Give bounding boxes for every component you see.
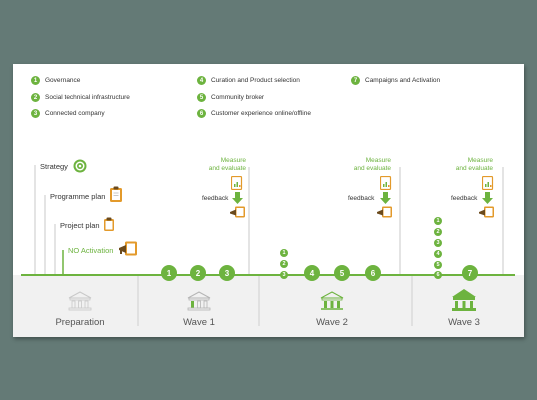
legend-label: Governance	[45, 77, 81, 84]
wave2-stack-item: 3	[280, 271, 288, 279]
legend-label: Campaigns and Activation	[365, 77, 441, 84]
diagram-card: 1 Governance 2 Social technical infrastr…	[13, 64, 524, 337]
wave3-stack-item: 4	[434, 250, 442, 258]
down-arrow-icon	[482, 191, 493, 209]
wave2-stack-item: 1	[280, 249, 288, 257]
legend-item-governance: 1 Governance	[31, 75, 80, 86]
legend-label: Customer experience online/offline	[211, 110, 311, 117]
wave3-stack-item: 1	[434, 217, 442, 225]
legend-number-badge: 6	[197, 109, 206, 118]
activation-label: NO Activation	[68, 246, 114, 255]
timeline-step-1: 1	[161, 265, 177, 281]
strategy-label: Strategy	[40, 162, 68, 171]
phase-label-wave-3: Wave 3	[448, 317, 480, 328]
megaphone-icon	[377, 206, 393, 224]
wave2-building-icon	[320, 291, 344, 310]
phase-band	[13, 275, 524, 337]
wave2-stack-item: 2	[280, 260, 288, 268]
megaphone-icon	[119, 241, 139, 262]
wave3-stack-item: 6	[434, 271, 442, 279]
wave2-feedback-label: feedback	[348, 195, 375, 202]
legend-number-badge: 2	[31, 93, 40, 102]
measure-line-1: Measure	[220, 157, 246, 164]
measure-line-1: Measure	[365, 157, 391, 164]
wave1-building-icon	[187, 291, 211, 311]
clipboard-icon	[103, 217, 115, 237]
measure-line-2: and evaluate	[208, 165, 246, 172]
timeline-lines	[21, 165, 515, 326]
legend-number-badge: 5	[197, 93, 206, 102]
measure-line-1: Measure	[467, 157, 493, 164]
wave3-feedback-label: feedback	[451, 195, 478, 202]
legend-label: Community broker	[211, 94, 265, 101]
chart-document-icon	[481, 175, 494, 195]
legend-item-social-infrastructure: 2 Social technical infrastructure	[31, 92, 130, 103]
wave3-measure-text: Measure and evaluate	[433, 157, 493, 173]
legend-label: Curation and Product selection	[211, 77, 300, 84]
legend-item-customer-experience: 6 Customer experience online/offline	[197, 108, 311, 119]
legend-item-curation: 4 Curation and Product selection	[197, 75, 300, 86]
chart-document-icon	[230, 175, 243, 195]
legend-item-campaigns: 7 Campaigns and Activation	[351, 75, 440, 86]
down-arrow-icon	[380, 191, 391, 209]
preparation-building-icon	[68, 291, 92, 311]
legend-item-connected-company: 3 Connected company	[31, 108, 105, 119]
legend-number-badge: 7	[351, 76, 360, 85]
legend-label: Social technical infrastructure	[45, 94, 130, 101]
phase-label-wave-2: Wave 2	[316, 317, 348, 328]
wave3-stack-item: 5	[434, 261, 442, 269]
chart-document-icon	[379, 175, 392, 195]
target-icon	[73, 159, 87, 178]
legend-item-community-broker: 5 Community broker	[197, 92, 264, 103]
legend-number-badge: 4	[197, 76, 206, 85]
wave2-measure-text: Measure and evaluate	[331, 157, 391, 173]
project-plan-label: Project plan	[60, 221, 100, 230]
measure-line-2: and evaluate	[353, 165, 391, 172]
phase-label-preparation: Preparation	[55, 317, 105, 328]
programme-plan-label: Programme plan	[50, 192, 106, 201]
wave3-stack-item: 2	[434, 228, 442, 236]
wave1-measure-text: Measure and evaluate	[186, 157, 246, 173]
megaphone-icon	[230, 206, 246, 224]
legend-label: Connected company	[45, 110, 105, 117]
wave3-stack-item: 3	[434, 239, 442, 247]
legend-number-badge: 3	[31, 109, 40, 118]
legend-number-badge: 1	[31, 76, 40, 85]
timeline-step-6: 6	[365, 265, 381, 281]
measure-line-2: and evaluate	[455, 165, 493, 172]
down-arrow-icon	[232, 191, 243, 209]
timeline-step-2: 2	[190, 265, 206, 281]
wave3-building-icon	[452, 289, 476, 311]
wave1-feedback-label: feedback	[202, 195, 229, 202]
phase-label-wave-1: Wave 1	[183, 317, 215, 328]
clipboard-icon	[109, 186, 123, 208]
timeline-step-5: 5	[334, 265, 350, 281]
timeline-step-4: 4	[304, 265, 320, 281]
timeline-step-3: 3	[219, 265, 235, 281]
megaphone-icon	[479, 206, 495, 224]
timeline-step-7: 7	[462, 265, 478, 281]
